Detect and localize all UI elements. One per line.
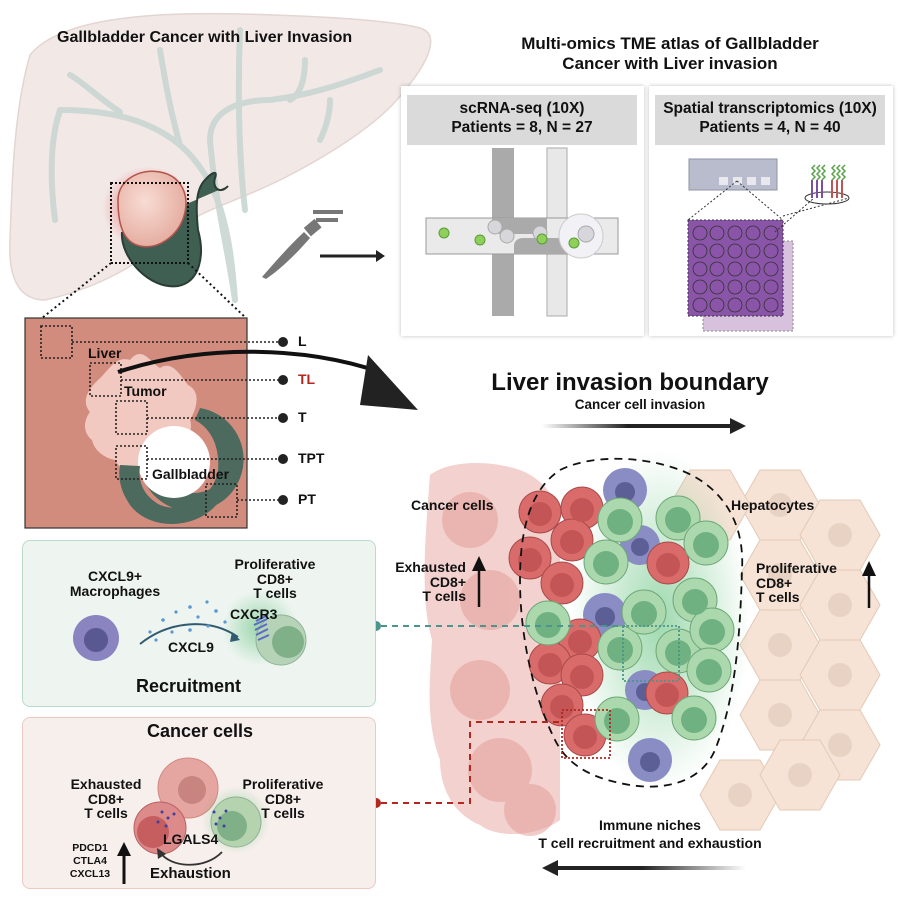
invasion-label: Cancer cell invasion xyxy=(574,397,706,412)
site-label-TPT: TPT xyxy=(298,450,325,466)
atlas-title-line1: Multi-omics TME atlas of Gallbladder xyxy=(521,34,819,53)
cxcr3-label: CXCR3 xyxy=(230,606,278,622)
curved-arrow-to-boundary xyxy=(117,349,418,410)
microfluidic-chip-illustration xyxy=(425,147,619,317)
spatial-panel: Spatial transcriptomics (10X) Patients =… xyxy=(649,86,893,336)
marker-cxcl13: CXCL13 xyxy=(69,868,111,880)
atlas-title-line2: Cancer with Liver invasion xyxy=(562,54,778,73)
region-label-tumor: Tumor xyxy=(124,383,167,399)
marker-list: PDCD1 CTLA4 CXCL13 xyxy=(62,842,118,881)
marker-pdcd1: PDCD1 xyxy=(72,842,108,854)
proliferative-up-arrow xyxy=(862,561,876,608)
recruitment-tcell-label: Proliferative CD8+ T cells xyxy=(234,556,316,602)
invasion-arrow xyxy=(542,418,746,434)
spatial-counts: Patients = 4, N = 40 xyxy=(699,119,841,136)
scrna-header: scRNA-seq (10X) Patients = 8, N = 27 xyxy=(407,95,637,145)
visium-slide-illustration xyxy=(687,158,850,332)
region-label-gallbladder: Gallbladder xyxy=(152,466,230,482)
site-label-T: T xyxy=(298,409,307,425)
site-label-TL: TL xyxy=(298,371,316,387)
liver-panel-title: Gallbladder Cancer with Liver Invasion xyxy=(57,29,353,46)
macrophage-label: CXCL9+ Macrophages xyxy=(69,568,161,599)
scrna-counts: Patients = 8, N = 27 xyxy=(451,119,593,136)
exhaustion-process-label: Exhaustion xyxy=(150,865,231,882)
boundary-proliferative-label: Proliferative CD8+ T cells xyxy=(756,560,837,606)
boundary-illustration xyxy=(424,450,881,836)
proliferative-tcells xyxy=(525,495,735,742)
immune-niches-label: Immune niches xyxy=(599,817,701,833)
cxcl9-label: CXCL9 xyxy=(168,639,214,655)
spatial-header: Spatial transcriptomics (10X) Patients =… xyxy=(655,95,885,145)
gallbladder-tumor-illustration xyxy=(41,166,247,319)
hepatocytes-label: Hepatocytes xyxy=(731,497,815,513)
exhaustion-exhausted-label: Exhausted CD8+ T cells xyxy=(70,776,142,822)
region-label-liver: Liver xyxy=(88,345,122,361)
boundary-exhausted-label: Exhausted CD8+ T cells xyxy=(395,559,466,605)
scrna-label: scRNA-seq (10X) xyxy=(459,100,585,117)
sampling-schema xyxy=(24,317,288,529)
lgals4-label: LGALS4 xyxy=(163,831,219,847)
immune-niche-arrow xyxy=(542,860,746,876)
cancer-cells-label: Cancer cells xyxy=(411,497,494,513)
site-label-L: L xyxy=(298,333,307,349)
exhaustion-box-title: Cancer cells xyxy=(146,721,254,741)
exhaustion-proliferative-label: Proliferative CD8+ T cells xyxy=(242,776,324,822)
spatial-label: Spatial transcriptomics (10X) xyxy=(663,100,877,117)
boundary-title: Liver invasion boundary xyxy=(491,369,769,396)
marker-ctla4: CTLA4 xyxy=(73,855,107,867)
scalpel-icon xyxy=(262,210,343,279)
scrna-panel: scRNA-seq (10X) Patients = 8, N = 27 xyxy=(401,86,644,336)
recruitment-label: Recruitment xyxy=(136,676,242,696)
site-label-PT: PT xyxy=(298,491,316,507)
arrow-to-atlas xyxy=(320,250,385,262)
exhausted-up-arrow xyxy=(472,556,486,607)
recruitment-exhaustion-label: T cell recruitment and exhaustion xyxy=(538,835,762,851)
